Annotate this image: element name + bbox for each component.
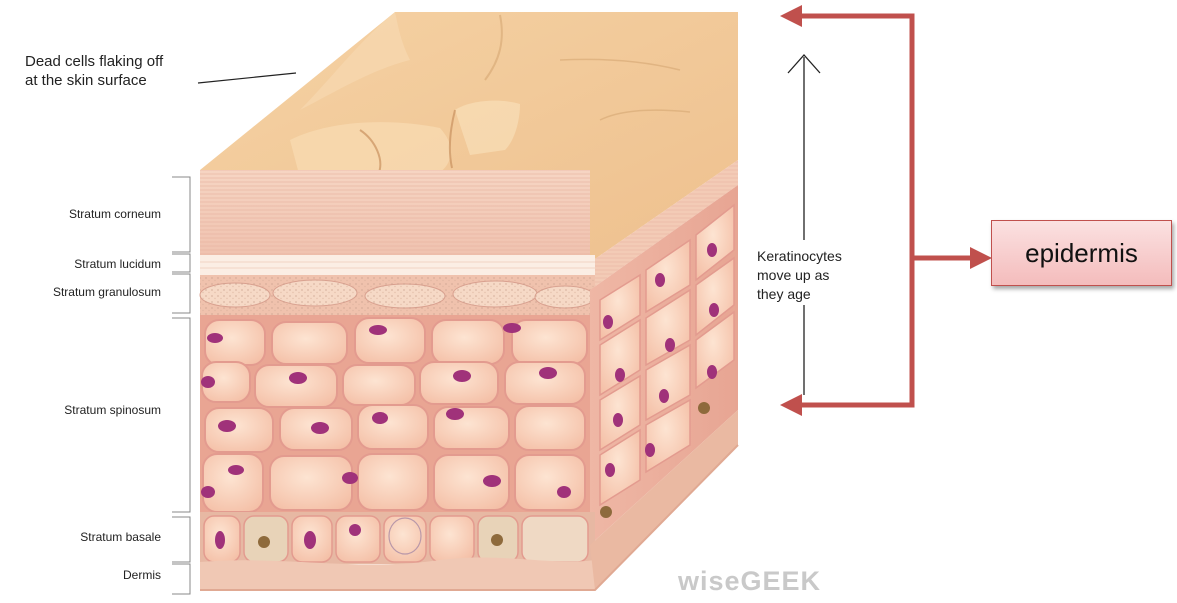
spinosum-cells (202, 318, 587, 512)
epidermis-bracket-arrow (800, 16, 975, 405)
layer-label-granulosum: Stratum granulosum (53, 285, 161, 299)
dead-cells-label-line2: at the skin surface (25, 71, 163, 90)
keratinocytes-label: Keratinocytes move up as they age (757, 247, 842, 304)
wisegeek-watermark: wiseGEEK (678, 566, 821, 597)
arrowhead-right (970, 247, 992, 269)
keratinocytes-label-line3: they age (757, 285, 842, 304)
dead-cells-label: Dead cells flaking off at the skin surfa… (25, 52, 163, 90)
layer-label-lucidum: Stratum lucidum (74, 257, 161, 271)
dead-cells-leader-line (198, 73, 296, 83)
keratinocytes-label-line2: move up as (757, 266, 842, 285)
epidermis-label-box: epidermis (991, 220, 1172, 286)
lucidum-band (200, 255, 595, 275)
layer-label-corneum: Stratum corneum (69, 207, 161, 221)
layer-label-dermis: Dermis (123, 568, 161, 582)
layer-label-basale: Stratum basale (80, 530, 161, 544)
layer-brackets (172, 177, 190, 594)
keratinocytes-arrow (788, 55, 820, 395)
layer-label-spinosum: Stratum spinosum (64, 403, 161, 417)
keratinocytes-label-line1: Keratinocytes (757, 247, 842, 266)
arrowhead-bottom (780, 394, 802, 416)
dead-cells-label-line1: Dead cells flaking off (25, 52, 163, 71)
arrowhead-top (780, 5, 802, 27)
